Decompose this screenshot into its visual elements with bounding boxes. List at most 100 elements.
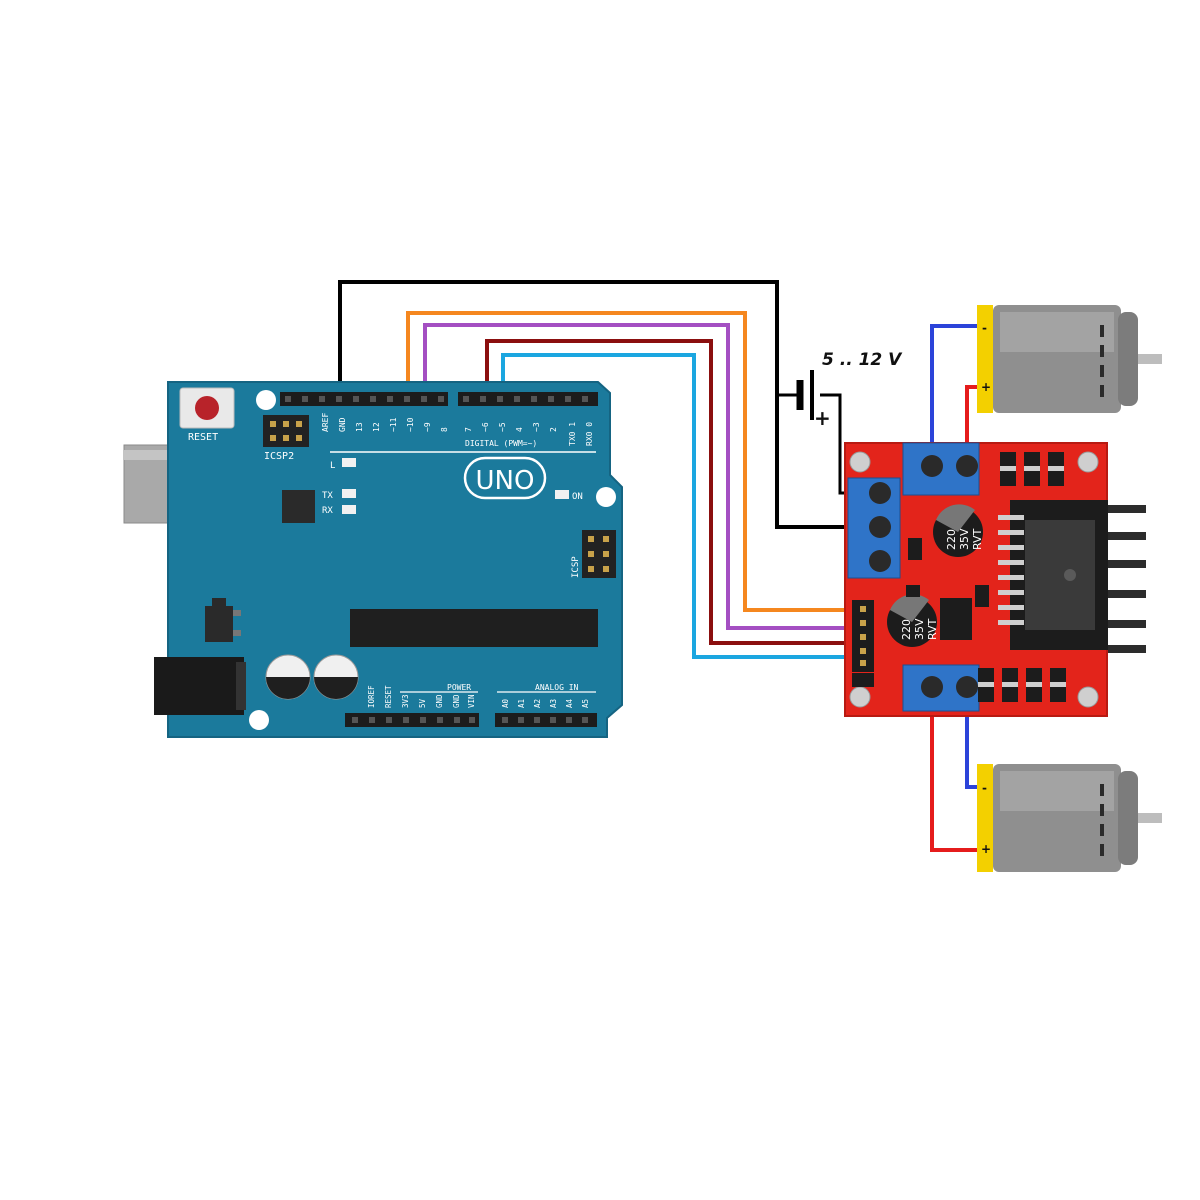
analog-pin-label: A5 [581,699,590,708]
motor-shaft [1138,813,1162,823]
icsp2-label: ICSP2 [264,451,294,462]
pin-label: 2 [549,427,558,432]
l298-chip [1025,520,1095,630]
motor-plus: + [981,380,991,394]
power-pin-label: 5V [418,698,427,708]
pin-label: TX0 1 [568,422,577,446]
icsp2-header [263,415,309,447]
reset-label: RESET [188,432,218,443]
analog-pin-label: A1 [517,699,526,708]
capacitor-text: 35V [958,528,971,550]
capacitor-text: RVT [926,618,939,640]
terminal-screw [921,455,943,477]
atmega-chip [350,609,598,647]
voltage-regulator [205,606,233,642]
motor-minus: - [982,781,987,795]
terminal-screw [956,455,978,477]
motor-tab [977,764,993,872]
analog-pin-label: A3 [549,699,558,708]
motor-tab [977,305,993,413]
board-pcb [167,381,623,738]
pin-label: GND [338,417,347,432]
capacitor-text: 220 [945,529,958,550]
mounting-hole [1077,451,1099,473]
led-tx [342,489,356,498]
power-label: POWER [447,683,471,692]
wire-pin6-darkred [485,339,860,645]
power-header [345,713,479,727]
wire-motor2-blue [965,690,980,789]
pin-label: ~11 [389,417,398,432]
smd-chip [908,538,922,560]
icsp-header [582,530,616,578]
wire-pin9-purple [423,323,860,630]
pin-label: 12 [372,422,381,432]
pin-label: ~10 [406,417,415,432]
mounting-hole [849,451,871,473]
digital-header-right [458,392,598,406]
digital-label: DIGITAL (PWM=~) [465,439,537,448]
driver-regulator [940,598,972,640]
smd-chip [975,585,989,607]
wires [338,280,990,852]
wire-motor2-red [930,690,990,852]
pin-label: ~5 [498,422,507,432]
motor-end-cap [1118,771,1138,865]
power-pin-label: IOREF [367,685,376,708]
wire-pin5-cyan [501,353,860,659]
pin-label: ~6 [481,422,490,432]
uno-logo-frame [463,456,547,500]
pin-label: 7 [464,427,473,432]
led-l [342,458,356,467]
mounting-hole [1077,686,1099,708]
analog-pin-label: A0 [501,698,510,708]
pin-label: ~9 [423,422,432,432]
terminal-screw [956,676,978,698]
led-l-label: L [330,461,335,471]
power-pin-label: VIN [467,694,476,708]
capacitor-text: 35V [913,618,926,640]
power-pin-label: GND [452,694,461,708]
wire-gnd-black [338,280,880,529]
led-rx-label: RX [322,506,333,516]
pin-label: 4 [515,427,524,432]
jumper [852,673,874,687]
led-rx [342,505,356,514]
dc-motor-2: - + [977,764,1162,872]
digital-header-holes [285,396,588,402]
led-tx-label: TX [322,491,333,501]
motor-plus: + [981,842,991,856]
terminal-screw [869,550,891,572]
power-pin-label: RESET [384,685,393,708]
capacitor-text: RVT [971,528,984,550]
wire-motor1-blue [930,324,980,462]
pin-label: 8 [440,427,449,432]
capacitor-text: 220 [900,619,913,640]
l298n-driver-board: 220 35V RVT 220 35V RVT [844,442,1146,717]
power-jack [154,657,244,715]
analog-pin-label: A4 [565,698,574,708]
motor-shaft [1138,354,1162,364]
terminal-screw [921,676,943,698]
chip-small [282,490,315,523]
terminal-screw [869,482,891,504]
mounting-hole [256,390,276,410]
led-on-label: ON [572,492,583,502]
analog-header [495,713,597,727]
dc-motor-1: - + [977,305,1162,413]
pin-label: AREF [321,413,330,432]
arduino-uno-board: RESET ICSP2 AREF GND 13 12 ~11 ~10 ~9 8 … [123,381,623,738]
pin-label: RX0 0 [585,422,594,446]
motor-minus: - [982,321,987,335]
power-pin-label: 3V3 [401,694,410,708]
pin-label: 13 [355,422,364,432]
wire-pin10-orange [406,311,860,612]
analog-label: ANALOG IN [535,683,579,692]
battery-plus-sign: + [814,406,831,430]
analog-pin-label: A2 [533,699,542,708]
chip-pins [998,515,1024,625]
mounting-hole [596,487,616,507]
power-pin-label: GND [435,694,444,708]
smd-chip [906,585,920,597]
motor-end-cap [1118,312,1138,406]
